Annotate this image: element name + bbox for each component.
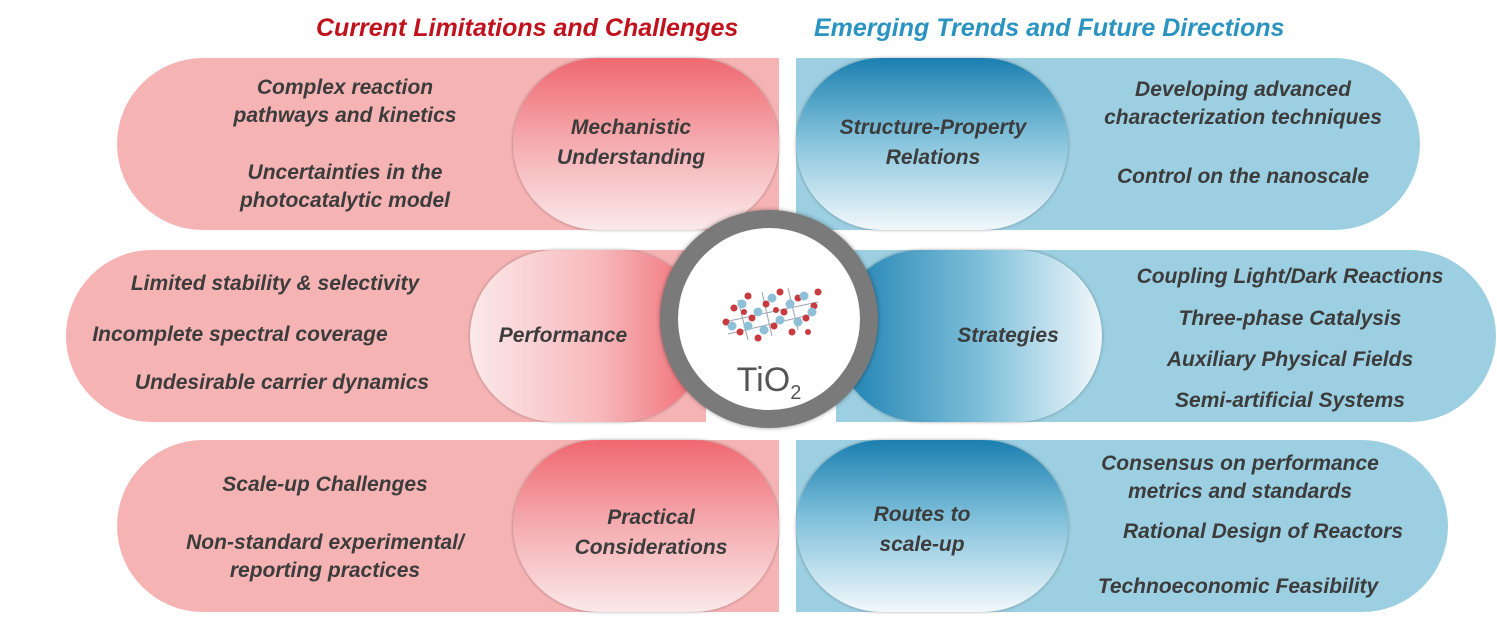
strategies-label: Strategies — [957, 324, 1059, 347]
tio2-center-disc: TiO2 — [678, 228, 860, 410]
limitations-heading: Current Limitations and Challenges — [316, 14, 739, 42]
trend-item: Coupling Light/Dark Reactions — [1136, 265, 1444, 288]
limitation-item: Limited stability & selectivity — [130, 272, 420, 295]
trend-item: Three-phase Catalysis — [1178, 307, 1402, 330]
trend-item: Rational Design of Reactors — [1122, 520, 1404, 543]
mechanistic-understanding-pill — [513, 58, 779, 230]
limitation-item: Incomplete spectral coverage — [92, 323, 388, 346]
trends-heading: Emerging Trends and Future Directions — [814, 14, 1285, 42]
crystal-structure-icon — [722, 287, 822, 342]
limitation-item: Undesirable carrier dynamics — [134, 371, 430, 394]
limitation-item: Non-standard experimental/reporting prac… — [186, 531, 464, 582]
limitation-item: Scale-up Challenges — [222, 473, 428, 496]
trend-item: Technoeconomic Feasibility — [1097, 575, 1379, 598]
tio2-label: TiO2 — [736, 361, 802, 404]
strategies-pill — [836, 250, 1102, 422]
routes-to-scale-up-pill — [796, 440, 1068, 612]
structure-property-pill — [796, 58, 1068, 230]
trend-item: Control on the nanoscale — [1116, 165, 1370, 188]
trend-item: Auxiliary Physical Fields — [1166, 348, 1414, 371]
tio2-center-ring: TiO2 — [660, 210, 878, 428]
practical-considerations-pill — [513, 440, 779, 612]
performance-label: Performance — [498, 324, 628, 347]
trend-item: Semi-artificial Systems — [1175, 389, 1405, 412]
